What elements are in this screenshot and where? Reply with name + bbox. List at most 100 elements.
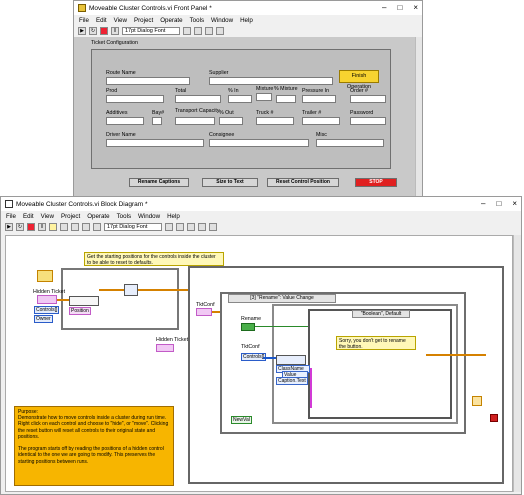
retain-wire-values-icon[interactable] — [60, 223, 68, 231]
hidden-ticket-terminal[interactable] — [37, 295, 57, 304]
maximize-icon[interactable]: □ — [397, 3, 403, 12]
run-arrow-icon[interactable]: ▶ — [5, 223, 13, 231]
pct-mixture-field[interactable] — [276, 95, 296, 103]
minimize-icon[interactable]: – — [382, 3, 387, 12]
menu-help[interactable]: Help — [240, 16, 253, 24]
abort-icon[interactable] — [27, 223, 35, 231]
step-out-icon[interactable] — [93, 223, 101, 231]
abort-icon[interactable] — [100, 27, 108, 35]
menu-view[interactable]: View — [113, 16, 127, 24]
finish-operation-button[interactable]: Finish Operation — [339, 70, 379, 90]
starting-positions-note: Get the starting positions for the contr… — [84, 252, 224, 266]
close-icon[interactable]: × — [512, 199, 517, 208]
menu-edit[interactable]: Edit — [22, 212, 34, 220]
distribute-icon[interactable] — [194, 27, 202, 35]
order-field[interactable] — [350, 95, 386, 103]
stop-button[interactable]: STOP — [355, 178, 397, 187]
additives-field[interactable] — [106, 117, 144, 125]
run-arrow-icon[interactable]: ▶ — [78, 27, 86, 35]
font-selector[interactable]: 17pt Dialog Font — [104, 223, 162, 231]
position-property[interactable]: Position — [69, 307, 91, 315]
loop-count-terminal[interactable] — [37, 270, 53, 282]
event-case-selector[interactable]: [3] "Rename": Value Change — [228, 294, 336, 303]
resize-icon[interactable] — [205, 27, 213, 35]
menu-file[interactable]: File — [6, 212, 16, 220]
size-to-text-button[interactable]: Size to Text — [202, 178, 258, 187]
case-structure[interactable] — [308, 309, 452, 419]
supplier-field[interactable] — [209, 77, 333, 85]
menu-operate[interactable]: Operate — [87, 212, 110, 220]
route-name-field[interactable] — [106, 77, 190, 85]
trailer-field[interactable] — [302, 117, 340, 125]
close-icon[interactable]: × — [413, 3, 418, 12]
step-into-icon[interactable] — [71, 223, 79, 231]
align-icon[interactable] — [165, 223, 173, 231]
mixture-field[interactable] — [256, 93, 272, 101]
run-continuous-icon[interactable]: ↻ — [89, 27, 97, 35]
pause-icon[interactable]: ‖ — [111, 27, 119, 35]
block-diagram-vscroll[interactable] — [513, 235, 521, 492]
reorder-icon[interactable] — [198, 223, 206, 231]
label-total: Total — [175, 88, 187, 94]
cleanup-icon[interactable] — [209, 223, 217, 231]
menu-file[interactable]: File — [79, 16, 89, 24]
misc-field[interactable] — [316, 139, 384, 147]
menu-tools[interactable]: Tools — [189, 16, 205, 24]
truck-field[interactable] — [256, 117, 294, 125]
menu-window[interactable]: Window — [138, 212, 161, 220]
maximize-icon[interactable]: □ — [496, 199, 502, 208]
ticket-configuration-cluster[interactable]: Route Name Supplier Finish Operation Pro… — [91, 49, 391, 169]
property-node[interactable] — [69, 296, 99, 306]
menu-window[interactable]: Window — [211, 16, 234, 24]
total-field[interactable] — [175, 95, 221, 103]
while-loop[interactable] — [188, 266, 504, 484]
menu-help[interactable]: Help — [167, 212, 180, 220]
caption-text-property[interactable]: Caption.Text — [276, 377, 308, 385]
pause-icon[interactable]: ‖ — [38, 223, 46, 231]
distribute-icon[interactable] — [176, 223, 184, 231]
align-icon[interactable] — [183, 27, 191, 35]
controls-array-property[interactable]: Controls[] — [34, 306, 60, 314]
minimize-icon[interactable]: – — [481, 199, 486, 208]
boolean-case-selector[interactable]: "Boolean", Default — [352, 310, 410, 318]
tktconf-terminal[interactable] — [196, 308, 212, 316]
reorder-icon[interactable] — [216, 27, 224, 35]
front-panel-scrollbar[interactable] — [415, 37, 422, 229]
pressure-in-field[interactable] — [302, 95, 336, 103]
front-panel-toolbar: ▶ ↻ ‖ 17pt Dialog Font — [74, 25, 422, 37]
password-field[interactable] — [350, 117, 386, 125]
menu-view[interactable]: View — [40, 212, 54, 220]
pct-out-field[interactable] — [219, 117, 243, 125]
run-continuous-icon[interactable]: ↻ — [16, 223, 24, 231]
loop-condition-terminal[interactable] — [490, 414, 498, 422]
driver-name-field[interactable] — [106, 139, 204, 147]
pct-in-field[interactable] — [228, 95, 252, 103]
stop-terminal[interactable] — [472, 396, 482, 406]
newval-terminal[interactable]: NewVal — [231, 416, 252, 424]
bundle-node[interactable] — [124, 284, 138, 296]
inner-for-loop[interactable] — [272, 304, 458, 424]
menu-project[interactable]: Project — [133, 16, 154, 24]
menu-tools[interactable]: Tools — [116, 212, 132, 220]
menu-project[interactable]: Project — [60, 212, 81, 220]
rename-terminal[interactable] — [241, 323, 255, 331]
event-structure[interactable] — [220, 292, 466, 434]
menu-edit[interactable]: Edit — [95, 16, 107, 24]
owner-property[interactable]: Owner — [34, 315, 53, 323]
consignee-field[interactable] — [209, 139, 309, 147]
reset-control-position-button[interactable]: Reset Control Position — [267, 178, 339, 187]
menu-operate[interactable]: Operate — [160, 16, 183, 24]
resize-icon[interactable] — [187, 223, 195, 231]
class-name-property-node[interactable] — [276, 355, 306, 365]
bay-field[interactable] — [152, 117, 162, 125]
font-selector[interactable]: 17pt Dialog Font — [122, 27, 180, 35]
label-pct-mixture: % Mixture — [274, 86, 298, 92]
prod-field[interactable] — [106, 95, 164, 103]
step-over-icon[interactable] — [82, 223, 90, 231]
rename-captions-button[interactable]: Rename Captions — [129, 178, 189, 187]
label-route-name: Route Name — [106, 70, 136, 76]
label-truck: Truck # — [256, 110, 274, 116]
transport-capacity-field[interactable] — [175, 117, 215, 125]
hidden-ticket-indicator[interactable] — [156, 344, 174, 352]
highlight-execution-icon[interactable] — [49, 223, 57, 231]
